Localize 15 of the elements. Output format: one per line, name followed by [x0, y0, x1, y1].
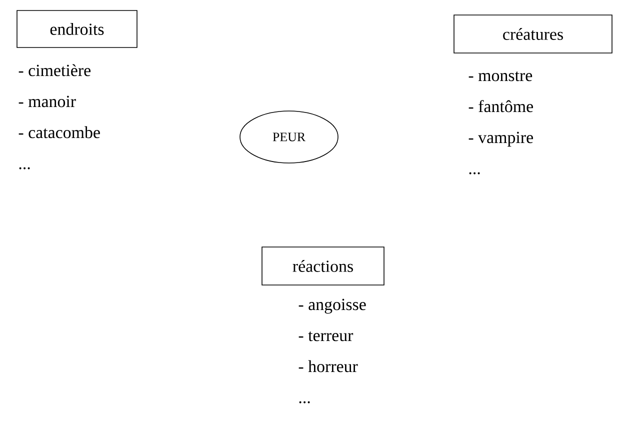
- title-box: endroits: [16, 10, 138, 48]
- list-item: ...: [469, 172, 480, 174]
- list-item: - fantôme: [468, 100, 533, 112]
- title-box: créatures: [454, 14, 612, 54]
- list-item: - terreur: [298, 331, 354, 342]
- title-box: réactions: [262, 246, 384, 286]
- list-item: - monstre: [468, 71, 532, 82]
- list-item: - angoisse: [298, 298, 366, 314]
- list-item: - horreur: [298, 360, 358, 372]
- list-item: - catacombe: [18, 126, 100, 138]
- list-item: - vampire: [468, 132, 533, 147]
- list-item: - cimetière: [18, 64, 91, 76]
- list-item: ...: [19, 167, 30, 170]
- list-item: ...: [299, 401, 310, 404]
- list-item: - manoir: [18, 96, 76, 108]
